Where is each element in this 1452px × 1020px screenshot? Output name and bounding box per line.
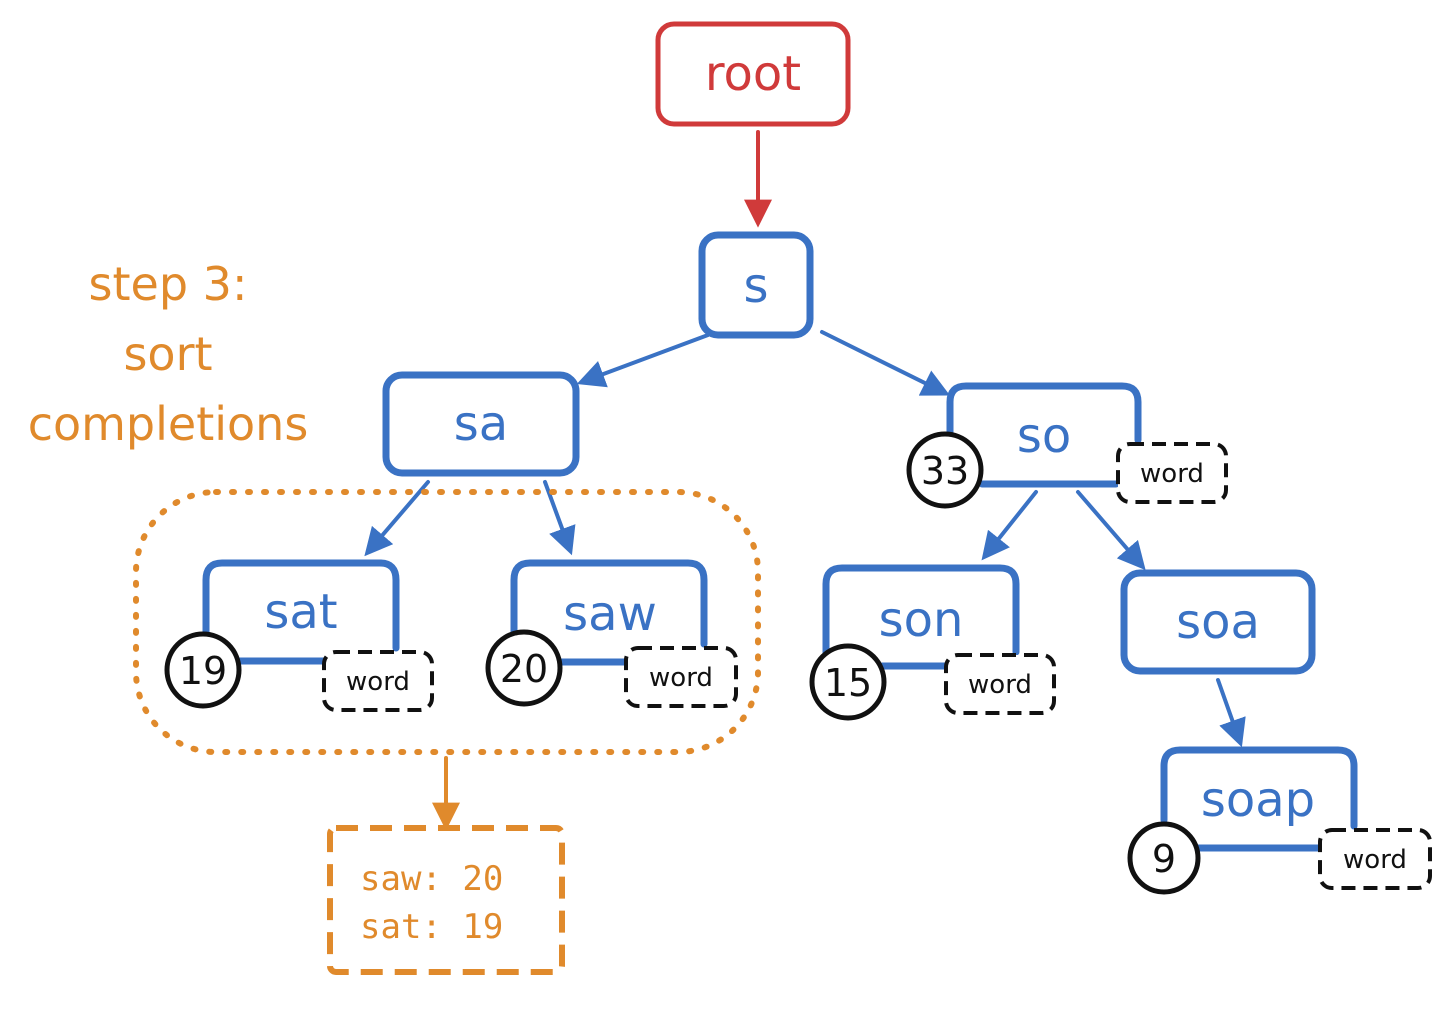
node-sat-count: 19 [179, 649, 227, 693]
node-saw-word-tag [624, 646, 738, 708]
edge-so-soa [1076, 490, 1146, 571]
node-so-label: so [1017, 408, 1071, 464]
node-soa: soa [1120, 569, 1316, 675]
edge-sa-saw [543, 480, 576, 556]
node-sat-label: sat [264, 584, 337, 640]
node-son-count: 15 [824, 661, 872, 705]
node-saw: saw 20 word [485, 559, 738, 708]
edges [364, 130, 1246, 831]
node-sat: sat 19 word [164, 559, 434, 712]
node-son-label: son [879, 592, 964, 648]
node-saw-label: saw [563, 586, 657, 642]
node-son-word-tag [944, 653, 1056, 715]
node-sa: sa [382, 371, 580, 477]
sorted-result-line-1: saw: 20 [360, 859, 503, 899]
node-sat-word-tag [322, 650, 434, 712]
node-so-word-label: word [1140, 459, 1204, 489]
node-s: s [698, 231, 814, 339]
edge-s-so [820, 330, 951, 396]
node-s-label: s [743, 258, 768, 314]
node-saw-count: 20 [500, 647, 548, 691]
node-soap: soap 9 word [1127, 746, 1432, 895]
edge-sa-sat [364, 480, 430, 557]
node-saw-word-label: word [649, 663, 713, 693]
node-sat-word-label: word [346, 667, 410, 697]
sorted-result-box [327, 825, 565, 975]
node-soap-label: soap [1201, 772, 1315, 828]
node-soap-count: 9 [1152, 837, 1176, 881]
edge-so-son [981, 490, 1038, 561]
edge-soa-soap [1216, 678, 1246, 748]
sorted-result: saw: 20 sat: 19 [327, 825, 565, 975]
node-so: so 33 word [906, 382, 1228, 509]
node-soa-label: soa [1176, 594, 1260, 650]
node-son: son 15 word [809, 564, 1056, 721]
annotation-line-2: sort [123, 327, 212, 381]
step-annotation: step 3: sort completions [28, 257, 309, 451]
edge-s-sa [576, 333, 710, 388]
node-soap-word-label: word [1343, 845, 1407, 875]
node-soap-word-tag [1318, 828, 1432, 890]
node-root: root [655, 21, 851, 127]
node-sa-label: sa [454, 396, 508, 452]
annotation-line-1: step 3: [89, 257, 248, 311]
completions-group-outline [133, 489, 761, 755]
node-so-word-tag [1116, 442, 1228, 504]
node-son-word-label: word [968, 670, 1032, 700]
node-root-label: root [705, 46, 801, 102]
sorted-result-line-2: sat: 19 [360, 907, 503, 947]
annotation-line-3: completions [28, 397, 309, 451]
node-so-count: 33 [921, 449, 969, 493]
